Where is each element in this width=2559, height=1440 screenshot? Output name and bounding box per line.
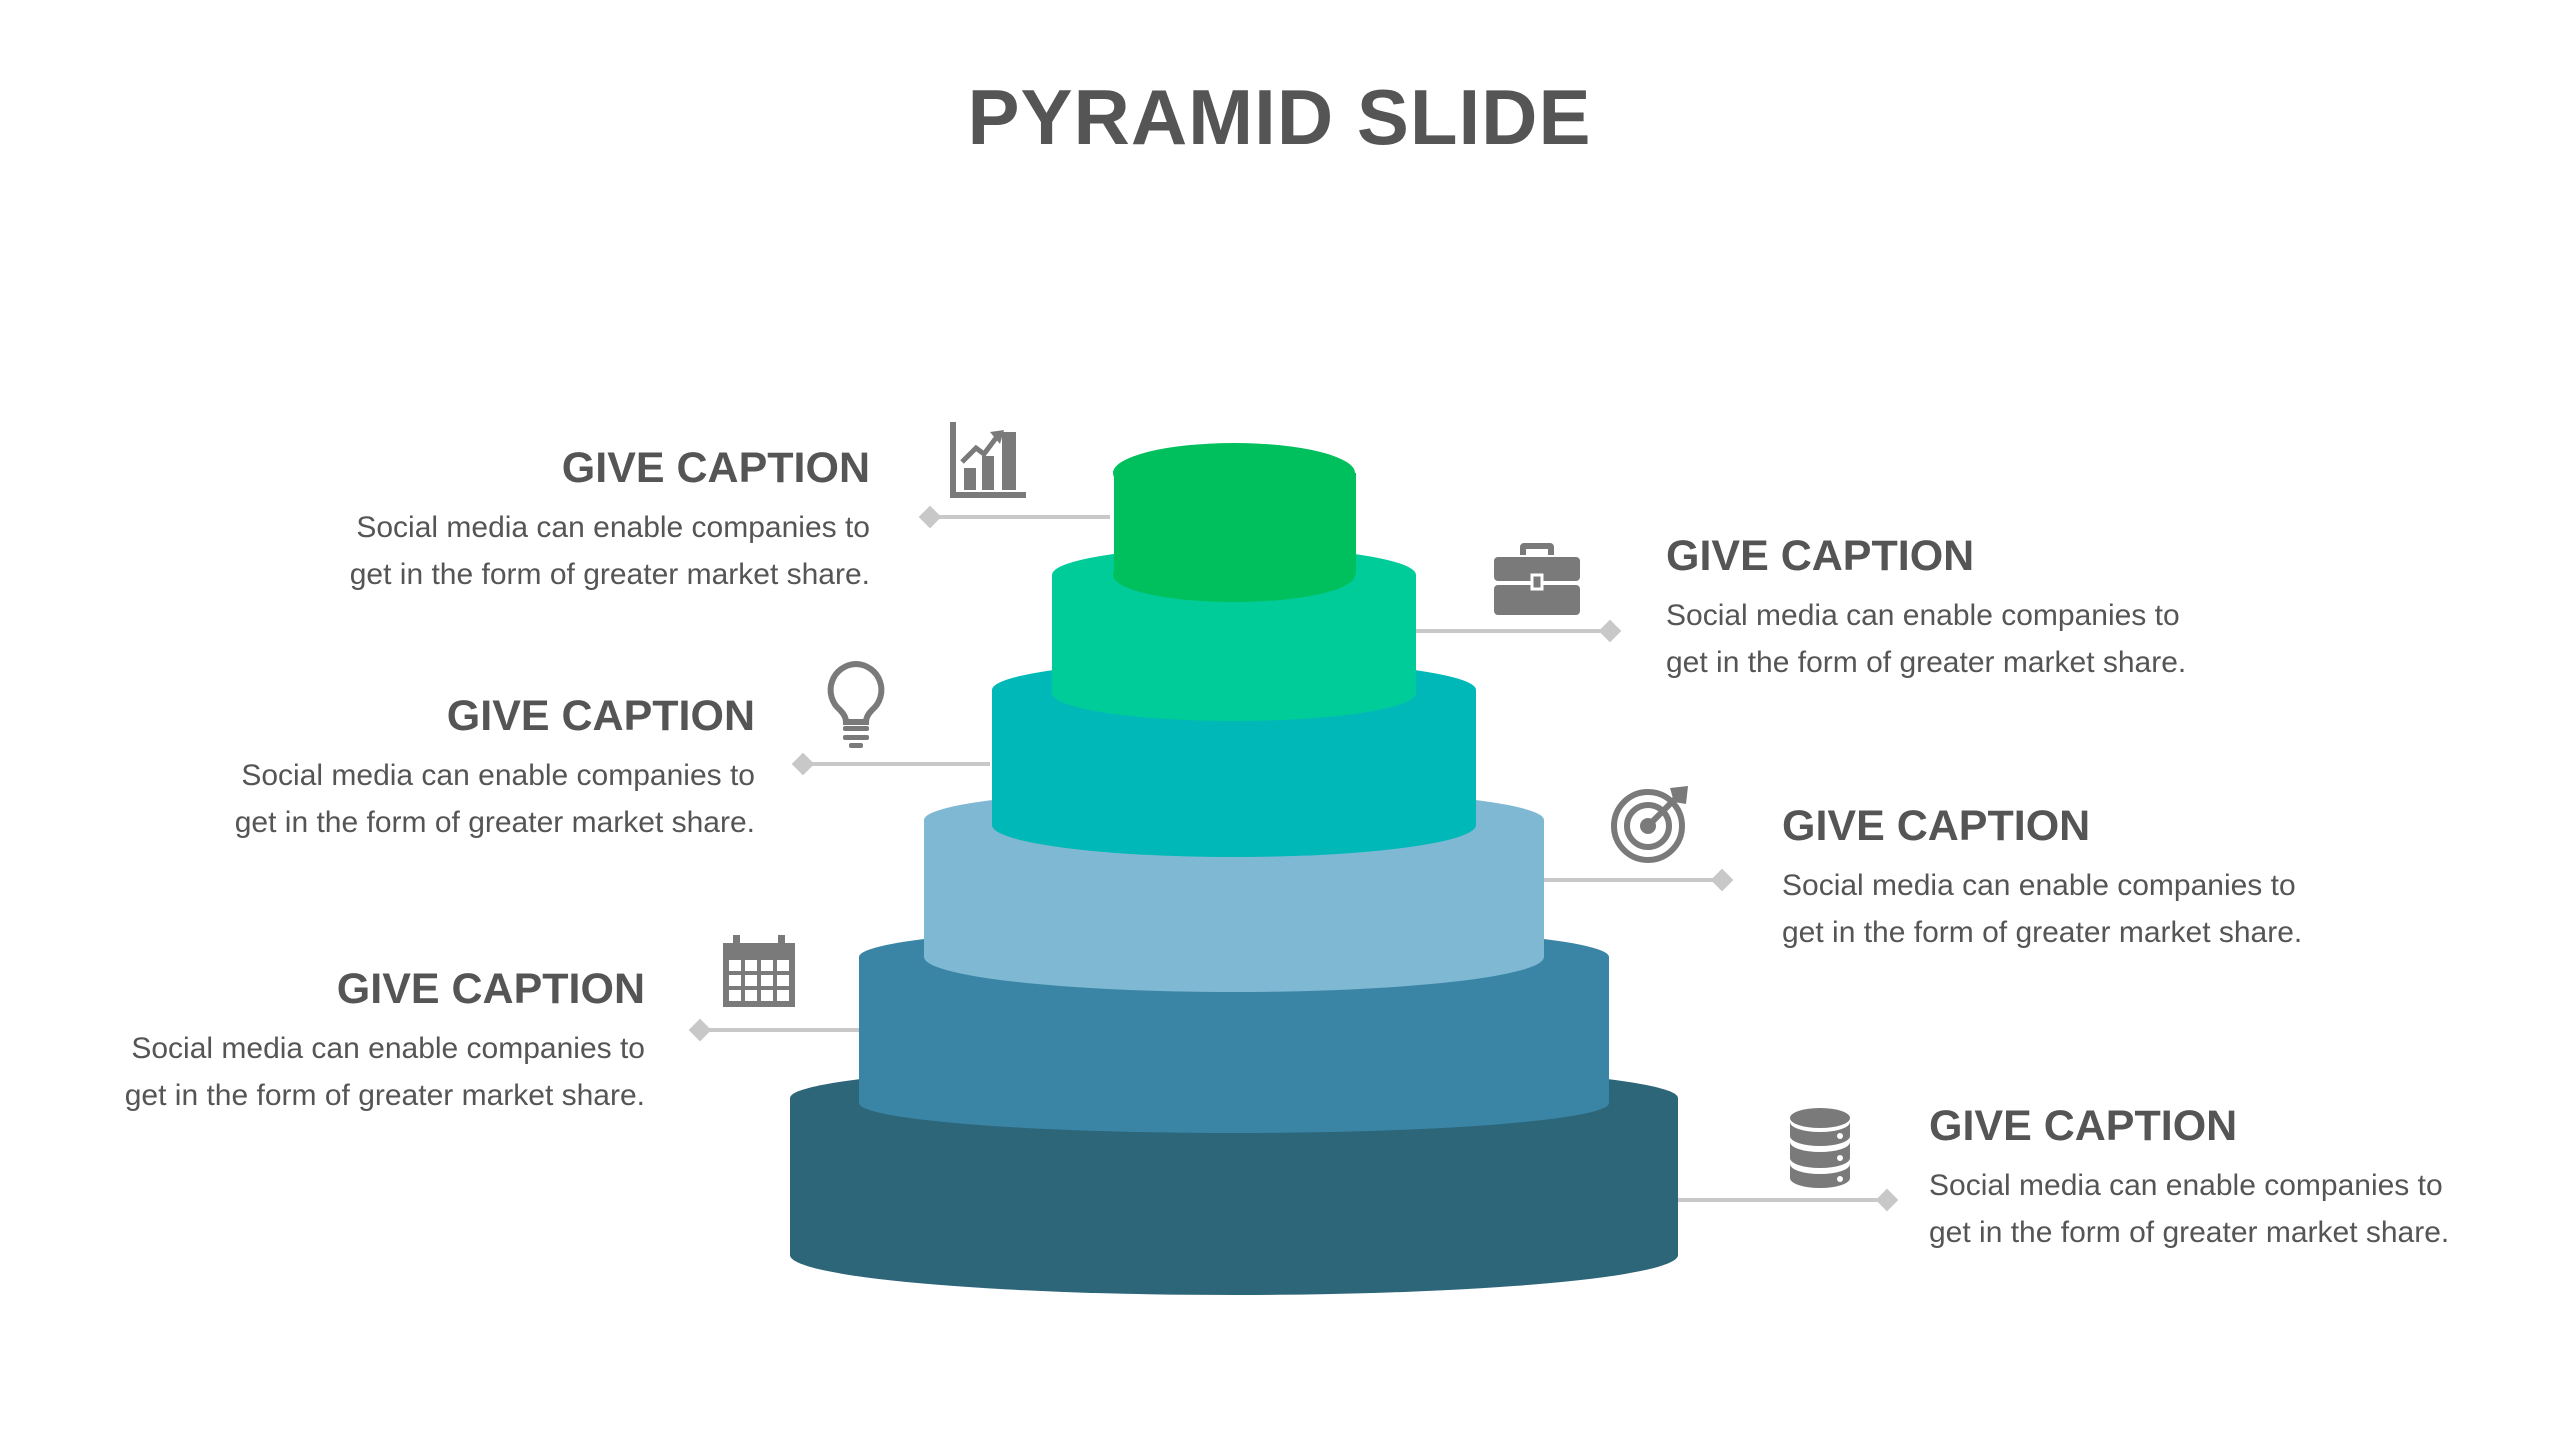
caption-4-line1: Social media can enable companies to — [1782, 869, 2296, 902]
connector-2-diamond — [1598, 619, 1622, 643]
caption-3-line1: Social media can enable companies to — [241, 759, 755, 792]
caption-4-line2: get in the form of greater market share. — [1782, 916, 2303, 949]
target-icon — [1611, 786, 1688, 863]
caption-5-title: GIVE CAPTION — [336, 965, 645, 1013]
connector-3-diamond — [791, 752, 815, 776]
caption-5: GIVE CAPTION Social media can enable com… — [5, 963, 645, 1119]
caption-3: GIVE CAPTION Social media can enable com… — [115, 690, 755, 846]
caption-6: GIVE CAPTION Social media can enable com… — [1929, 1100, 2549, 1256]
lightbulb-icon — [827, 660, 885, 748]
slide-title: PYRAMID SLIDE — [967, 73, 1592, 161]
caption-6-line1: Social media can enable companies to — [1929, 1169, 2443, 1202]
tier-1 — [1113, 443, 1356, 602]
calendar-icon — [723, 935, 795, 1007]
caption-2-line1: Social media can enable companies to — [1666, 599, 2180, 632]
database-icon — [1790, 1108, 1850, 1188]
caption-2: GIVE CAPTION Social media can enable com… — [1666, 530, 2366, 686]
growth-chart-icon — [950, 422, 1026, 498]
caption-2-title: GIVE CAPTION — [1666, 532, 1975, 580]
connector-6-diamond — [1875, 1188, 1899, 1212]
caption-1-title: GIVE CAPTION — [561, 444, 870, 492]
caption-6-title: GIVE CAPTION — [1929, 1102, 2238, 1150]
connector-1-diamond — [918, 505, 942, 529]
caption-3-line2: get in the form of greater market share. — [234, 806, 755, 839]
caption-4: GIVE CAPTION Social media can enable com… — [1782, 800, 2482, 956]
caption-5-line1: Social media can enable companies to — [131, 1032, 645, 1065]
caption-2-line2: get in the form of greater market share. — [1666, 646, 2187, 679]
connectors — [688, 505, 1899, 1212]
caption-1: GIVE CAPTION Social media can enable com… — [230, 442, 870, 598]
briefcase-icon — [1494, 543, 1580, 615]
caption-3-title: GIVE CAPTION — [446, 692, 755, 740]
caption-5-line2: get in the form of greater market share. — [124, 1079, 645, 1112]
connector-4-diamond — [1710, 868, 1734, 892]
connector-5-diamond — [688, 1018, 712, 1042]
caption-6-line2: get in the form of greater market share. — [1929, 1216, 2450, 1249]
caption-1-line2: get in the form of greater market share. — [349, 558, 870, 591]
caption-1-line1: Social media can enable companies to — [356, 511, 870, 544]
caption-4-title: GIVE CAPTION — [1782, 802, 2091, 850]
